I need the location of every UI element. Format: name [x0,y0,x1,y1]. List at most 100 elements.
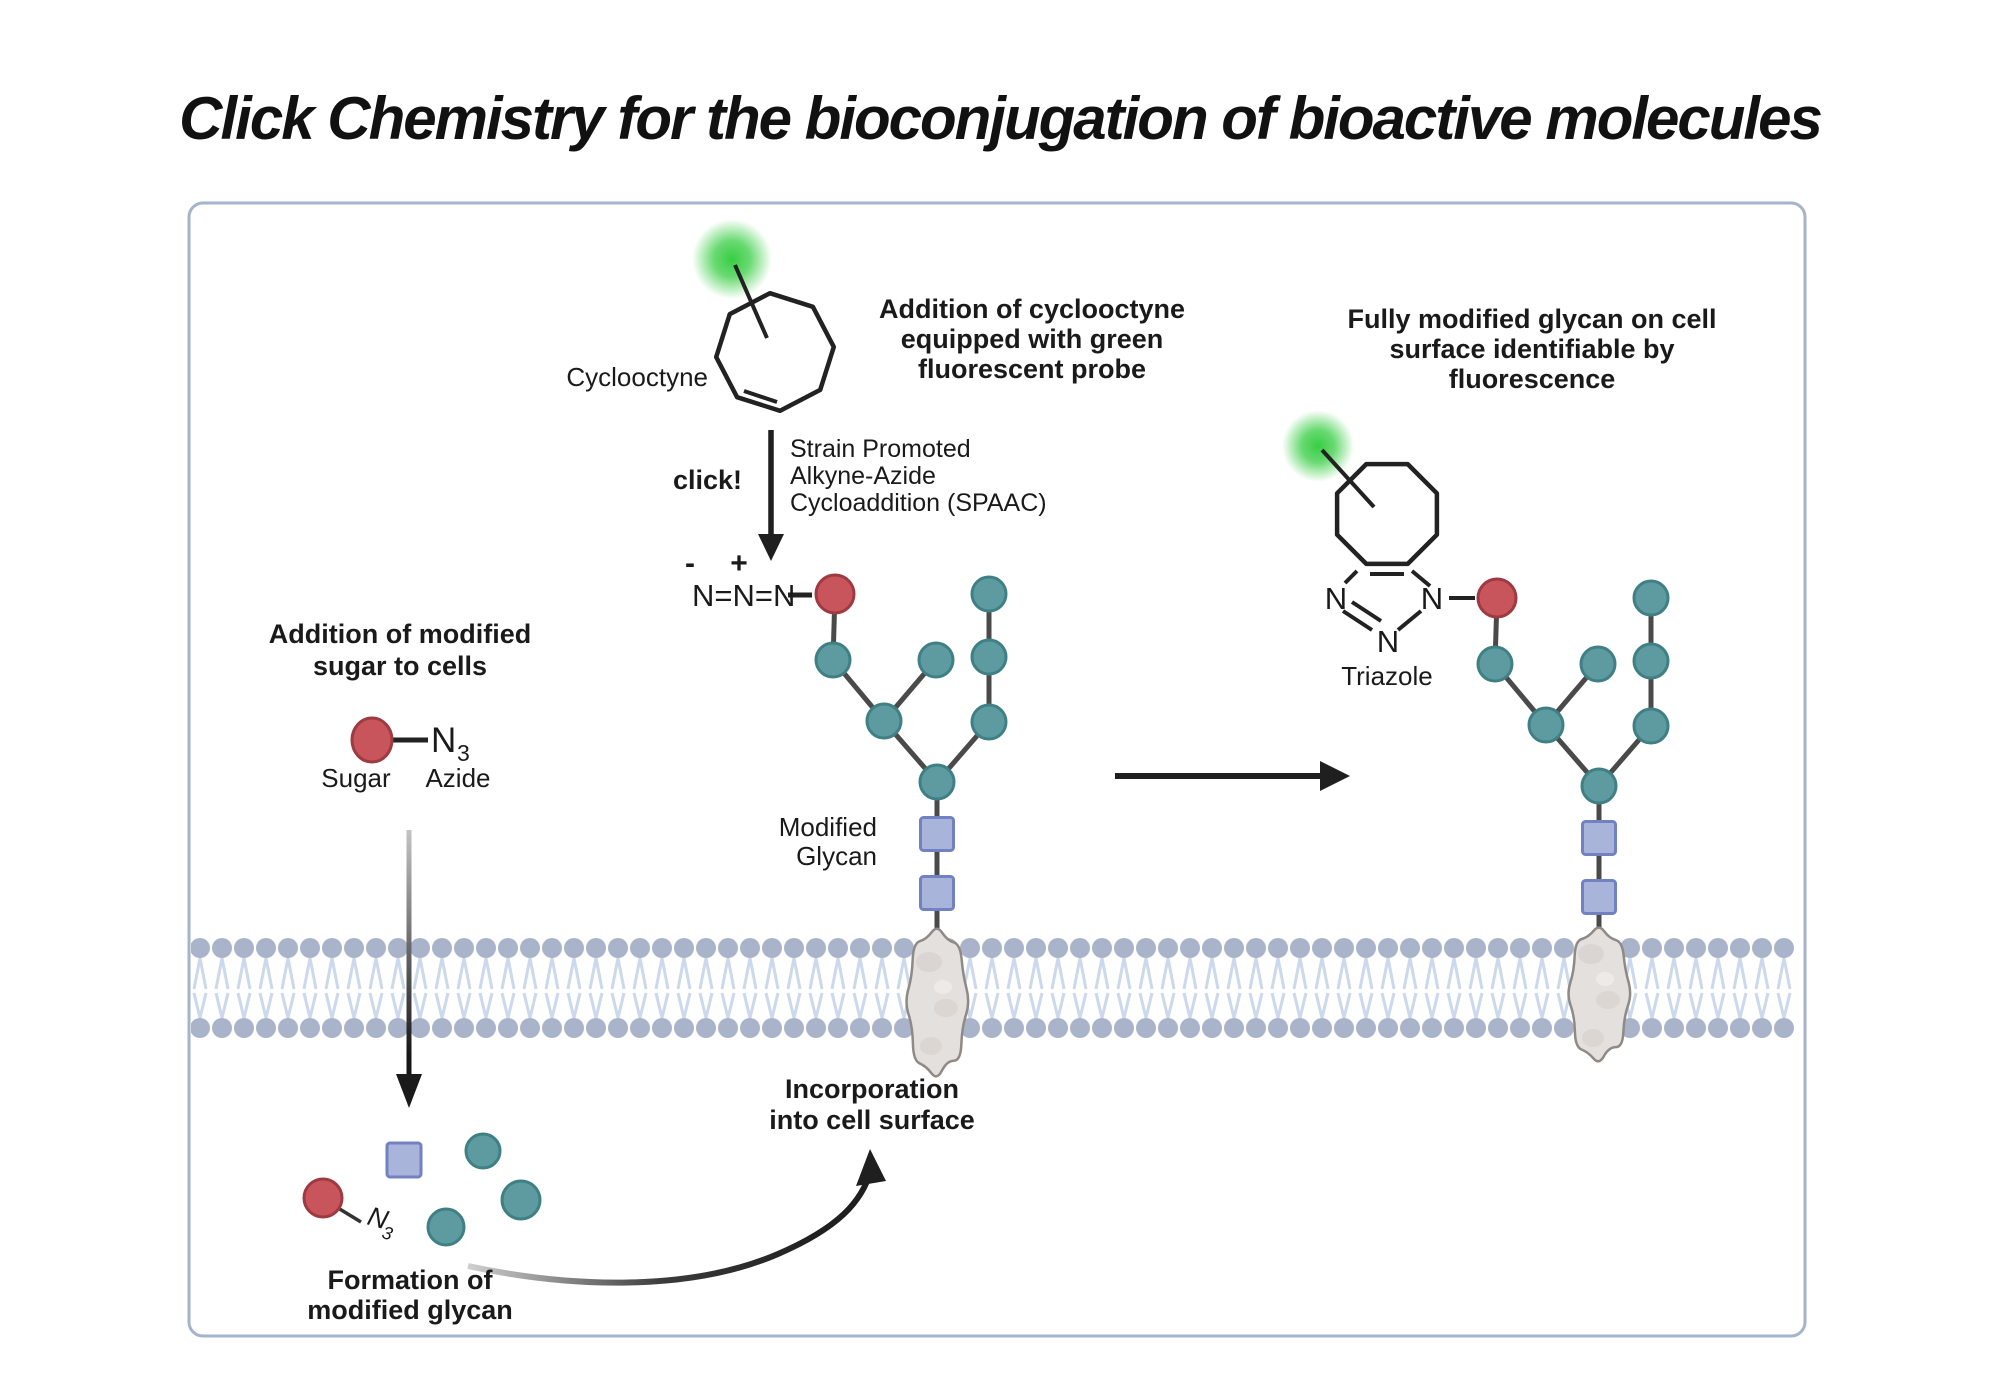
lipid-head [1224,1018,1244,1038]
lipid-tail [1122,992,1132,1019]
free-azide-bond [337,1206,362,1224]
lipid-tail [1760,992,1770,1019]
lipid-tail [874,992,884,1019]
green-fluorescent-probe [692,219,772,299]
lipid-tail [1028,992,1038,1019]
lipid-tail [1006,992,1016,1019]
lipid-tail [764,957,774,990]
lipid-tail [1534,957,1544,990]
lipid-tail [1474,957,1484,990]
left-heading-line1: Addition of modified [269,619,531,649]
lipid-head [696,938,716,958]
lipid-tail [1034,957,1044,990]
lipid-tail [1364,992,1374,1019]
lipid-tail [1056,957,1066,990]
lipid-tail [616,957,626,990]
lipid-tail [858,957,868,990]
lipid-tail [1754,992,1764,1019]
lipid-tail [786,992,796,1019]
glycan-node-circle [1632,707,1670,745]
lipid-tail [1166,957,1176,990]
lipid-tail [1276,992,1286,1019]
right-heading-line2: surface identifiable by [1389,334,1674,364]
glycan-node-circle [918,763,956,801]
spaac-line1: Strain Promoted [790,435,971,463]
lipid-head [1114,938,1134,958]
cyclooctyne-molecule [692,219,837,414]
lipid-head [1378,1018,1398,1038]
lipid-tail [1072,957,1082,990]
lipid-tail [1402,957,1412,990]
progress-arrow [1115,761,1350,791]
cyclooctyne-label: Cyclooctyne [566,362,708,392]
lipid-tail [852,992,862,1019]
lipid-tail [1182,992,1192,1019]
right-heading-line3: fluorescence [1449,364,1616,394]
lipid-head [300,1018,320,1038]
lipid-head [498,1018,518,1038]
lipid-tail [764,992,774,1019]
lipid-tail [1050,957,1060,990]
lipid-head [630,1018,650,1038]
lipid-tail [830,992,840,1019]
lipid-head [410,1018,430,1038]
lipid-head [1400,1018,1420,1038]
lipid-tail [1694,992,1704,1019]
click-reaction-arrow [758,430,784,561]
lipid-tail [984,992,994,1019]
triazole-bond [1343,569,1359,585]
lipid-head [1158,938,1178,958]
lipid-tail [1518,957,1528,990]
lipid-head [1202,1018,1222,1038]
lipid-tail [1204,992,1214,1019]
lipid-tail [478,992,488,1019]
lipid-tail [984,957,994,990]
lipid-head [498,938,518,958]
spaac-line2: Alkyne-Azide [790,462,936,490]
triazole-n-left: N [1325,581,1347,616]
lipid-tail [1534,992,1544,1019]
lipid-tail [1468,957,1478,990]
glycan-node-circle [865,702,903,740]
lipid-tail [522,957,532,990]
lipid-head [1422,1018,1442,1038]
lipid-tail [1496,992,1506,1019]
glycan-node-square [919,875,955,911]
lipid-tail [566,992,576,1019]
lipid-tail [1094,992,1104,1019]
lipid-tail [1716,992,1726,1019]
lipid-head [234,938,254,958]
lipid-tail [852,957,862,990]
lipid-tail [896,992,906,1019]
incorporation-arrow [467,1149,886,1286]
lipid-head [1290,1018,1310,1038]
lipid-tail [1144,957,1154,990]
spaac-line3: Cycloaddition (SPAAC) [790,489,1047,517]
lipid-head [1378,938,1398,958]
lipid-tail [418,957,428,990]
lipid-tail [390,957,400,990]
lipid-tail [1738,992,1748,1019]
lipid-tail [1474,992,1484,1019]
lipid-tail [814,957,824,990]
lipid-head [234,1018,254,1038]
glycan-node-circle [814,641,852,679]
lipid-tail [676,992,686,1019]
lipid-tail [1650,992,1660,1019]
lipid-tail [1116,957,1126,990]
lipid-tail [1210,957,1220,990]
lipid-tail [484,992,494,1019]
protein-texture [916,952,942,972]
lipid-tail [1644,957,1654,990]
lipid-head [784,1018,804,1038]
lipid-tail [1342,957,1352,990]
lipid-tail [1254,957,1264,990]
alkyne-triple-bond [743,389,778,404]
lipid-tail [286,992,296,1019]
lipid-tail [792,957,802,990]
lipid-tail [1094,957,1104,990]
lipid-tail [412,992,422,1019]
lipid-tail [720,957,730,990]
lipid-head [1400,938,1420,958]
lipid-tail [1776,957,1786,990]
